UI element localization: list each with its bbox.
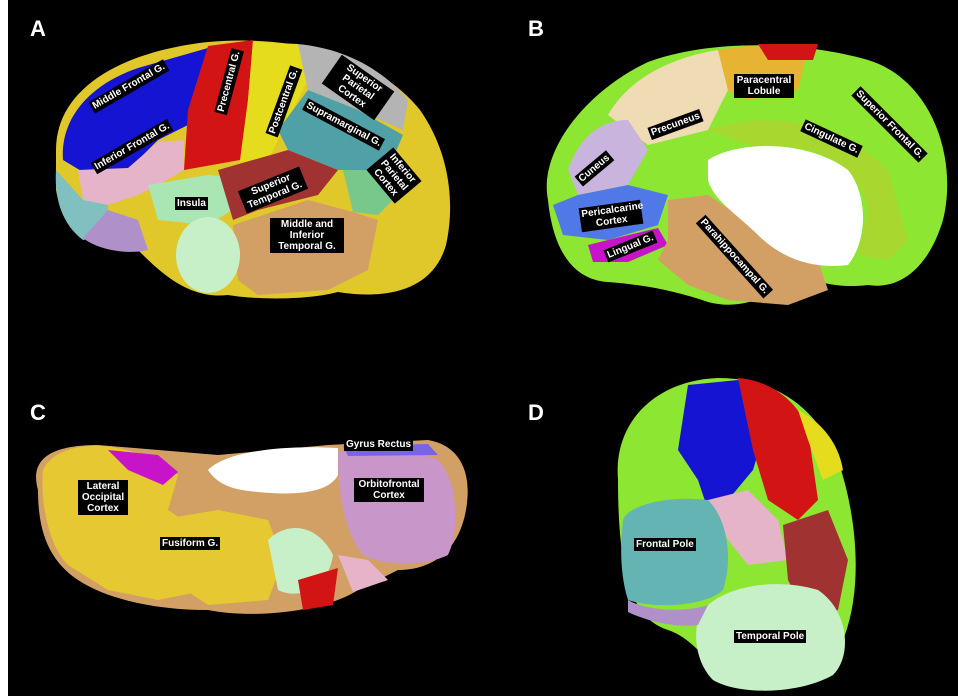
- label-frontal-pole: Frontal Pole: [634, 538, 696, 551]
- panel-d-frontal-brain: [618, 378, 856, 691]
- label-gyrus-rectus: Gyrus Rectus: [344, 438, 413, 451]
- region-paracentral-top: [758, 44, 818, 60]
- label-paracentral: Paracentral Lobule: [734, 74, 794, 98]
- panel-letter-d: D: [528, 400, 544, 426]
- panel-letter-c: C: [30, 400, 46, 426]
- label-insula: Insula: [175, 197, 208, 210]
- label-lateral-occipital: Lateral Occipital Cortex: [78, 480, 128, 515]
- label-temporal-pole: Temporal Pole: [734, 630, 806, 643]
- panel-c-ventral-brain: [36, 440, 468, 614]
- region-temporal-pole-lateral: [176, 217, 240, 293]
- label-fusiform: Fusiform G.: [160, 537, 220, 550]
- panel-letter-a: A: [30, 16, 46, 42]
- label-orbitofrontal: Orbitofrontal Cortex: [354, 478, 424, 502]
- region-frontal-pole: [621, 499, 728, 606]
- label-middle-inferior-temporal: Middle and Inferior Temporal G.: [270, 218, 344, 253]
- brain-surface-renderings: [8, 0, 958, 696]
- panel-letter-b: B: [528, 16, 544, 42]
